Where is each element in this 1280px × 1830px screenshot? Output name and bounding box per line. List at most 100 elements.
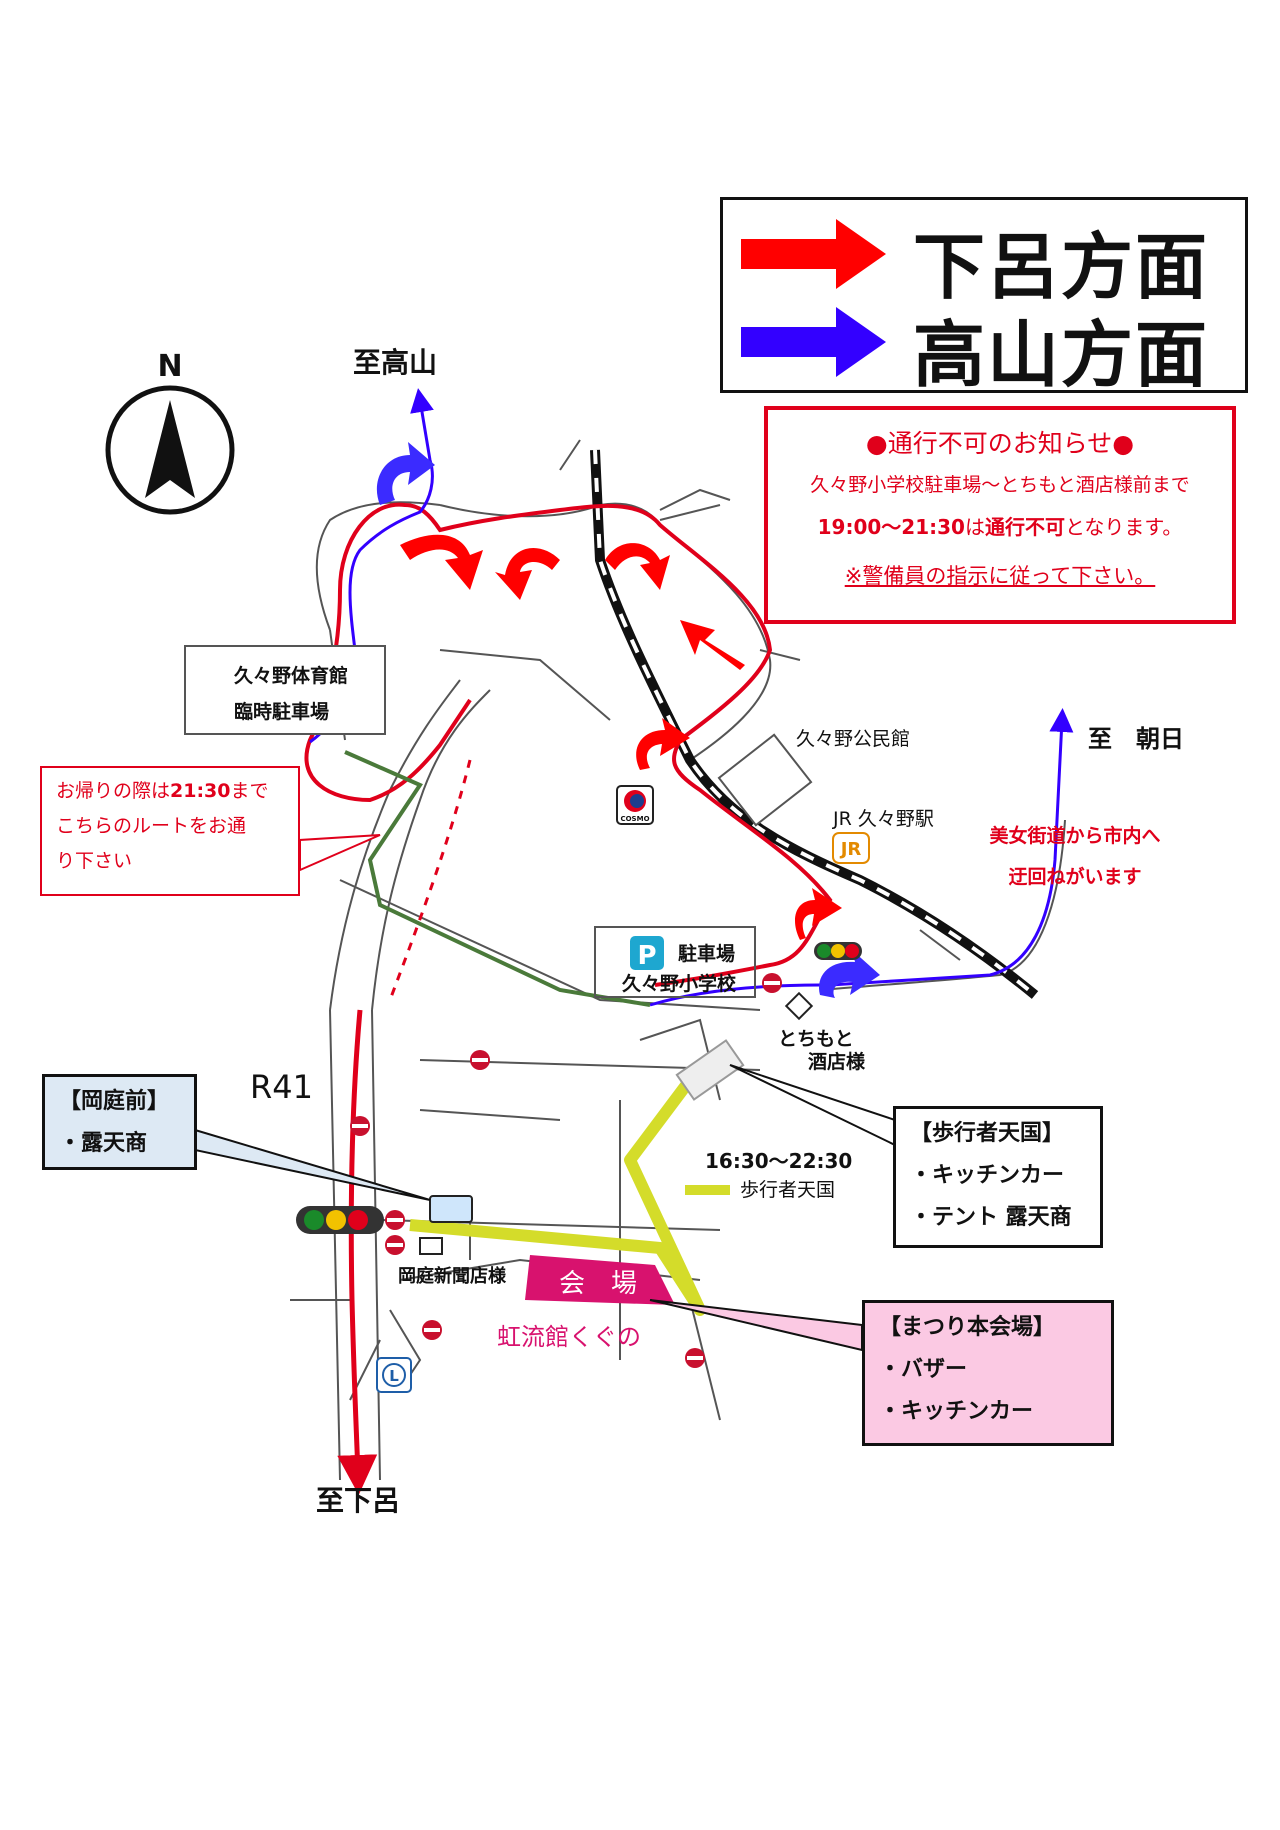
detour-line-1: 美女街道から市内へ [989,824,1160,847]
main-venue-item-1: ・バザー [879,1357,968,1382]
main-venue-info-box: 【まつり本会場】 ・バザー ・キッチンカー [862,1300,1114,1446]
no-entry-sign [385,1210,405,1230]
no-entry-sign [422,1320,442,1340]
pedestrian-title: 【歩行者天国】 [910,1121,1065,1146]
okaniwa-item-1: ・露天商 [59,1131,148,1156]
okaniwa-title: 【岡庭前】 [59,1089,170,1114]
lawson-icon [376,1357,412,1393]
no-entry-signs [350,973,782,1368]
pedestrian-item-1: ・キッチンカー [910,1163,1065,1188]
parking-icon-school [630,936,664,970]
gero-route-r41 [337,1009,378,1495]
red-turn-arrow-2 [495,548,560,600]
main-venue-title: 【まつり本会場】 [879,1315,1056,1340]
notice-mid: は [964,515,985,539]
direction-takayama: 至高山 [353,346,437,379]
parking-icon-label: P [637,941,656,971]
no-entry-sign [470,1050,490,1070]
label-school-parking: 駐車場 [678,942,735,965]
red-arrow-icon [741,219,886,289]
gym-parking-line-1: 久々野体育館 [234,665,349,687]
community-center-building [717,733,813,827]
label-kuguno: 虹流館くぐの [497,1323,641,1351]
jr-icon [832,832,870,864]
gym-parking-box: 久々野体育館 臨時駐車場 [184,645,386,735]
compass-label: N [157,349,182,384]
label-venue: 会 場 [559,1269,637,1299]
hokosha-pointer [729,1064,896,1147]
main-venue-item-2: ・キッチンカー [879,1399,1034,1424]
school-blue-route [649,983,821,1007]
venue-area [525,1255,675,1305]
railway-line [590,449,1039,999]
notice-line-2: 19:00～21:30は通行不可となります。 [768,511,1232,540]
return-route [344,750,651,1007]
pedestrian-legend-time: 16:30～22:30 [705,1149,852,1173]
return-callout-line-3: り下さい [56,850,133,872]
notice-time: 19:00～21:30 [817,515,965,539]
red-turn-arrow-5 [636,718,690,770]
north-arrow-icon [105,385,235,515]
gero-route [304,502,833,987]
red-turn-arrow-1 [400,534,483,590]
blue-turn-arrows [376,442,880,998]
closure-notice: ●通行不可のお知らせ● 久々野小学校駐車場～とちもと酒店様前まで 19:00～2… [764,406,1236,624]
blue-turn-arrow-2 [819,950,880,998]
legend-label-gero: 下呂方面 [913,225,1210,309]
pedestrian-legend-label: 歩行者天国 [740,1179,835,1201]
pedestrian-info-box: 【歩行者天国】 ・キッチンカー ・テント 露天商 [893,1106,1103,1248]
return-callout-line-1a: お帰りの際は [56,780,171,802]
notice-bold: 通行不可 [984,515,1065,539]
return-callout-line-1c: まで [230,780,269,802]
newspaper-shop-marker [419,1237,443,1255]
tochimoto-shop-marker [784,991,814,1021]
no-entry-sign [685,1348,705,1368]
label-community-center: 久々野公民館 [796,728,910,750]
label-tochimoto-1: とちもと [778,1028,854,1050]
traffic-light-icon [814,942,862,960]
detour-line-2: 迂回ねがいます [1008,865,1141,888]
traffic-light-icon [296,1206,384,1234]
okaniwa-info-box: 【岡庭前】 ・露天商 [42,1074,197,1170]
legend-label-takayama: 高山方面 [913,313,1210,397]
lawson-icon-label: L [389,1367,399,1385]
label-school: 久々野小学校 [622,972,737,995]
school-parking-box [594,926,756,998]
pedestrian-crossing-area [675,1039,745,1101]
red-turn-arrows [400,534,842,940]
red-turn-arrow-6 [795,888,842,940]
label-station: JR 久々野駅 [832,808,934,830]
label-newspaper: 岡庭新聞店様 [398,1265,507,1287]
no-entry-sign [350,1116,370,1136]
main-pointer [649,1299,863,1352]
r41-tunnel [388,759,472,1001]
okaniwa-pointer [194,1128,431,1201]
notice-tail: となります。 [1064,515,1183,539]
asahi-route [829,708,1074,987]
notice-title: ●通行不可のお知らせ● [865,429,1135,458]
red-turn-arrow-4 [680,620,745,670]
direction-asahi: 至 朝日 [1088,725,1184,753]
legend-row-gero: 下呂方面 [723,208,1245,309]
okaniwa-stall-marker [429,1195,473,1223]
gym-parking-line-2: 臨時駐車場 [234,701,330,723]
return-callout-time: 21:30 [170,780,231,802]
return-callout-line-1: お帰りの際は21:30まで [56,774,284,809]
return-route-callout: お帰りの際は21:30まで こちらのルートをお通 り下さい [40,766,300,896]
legend-row-takayama: 高山方面 [723,300,1245,397]
road-label-r41: R41 [250,1068,313,1106]
route-legend: 下呂方面 高山方面 [720,197,1248,397]
direction-gero: 至下呂 [316,1484,400,1517]
return-pointer [299,834,381,872]
notice-footer: ※警備員の指示に従って下さい。 [844,564,1156,588]
label-tochimoto-2: 酒店様 [808,1050,866,1073]
cosmo-icon-label: COSMO [620,815,649,823]
no-entry-sign [385,1235,405,1255]
blue-arrow-icon [741,307,886,377]
red-turn-arrow-3 [605,543,670,590]
return-callout-line-2: こちらのルートをお通 [56,815,247,837]
blue-turn-arrow-1 [376,442,435,505]
no-entry-sign [762,973,782,993]
notice-line-1: 久々野小学校駐車場～とちもと酒店様前まで [810,474,1190,496]
